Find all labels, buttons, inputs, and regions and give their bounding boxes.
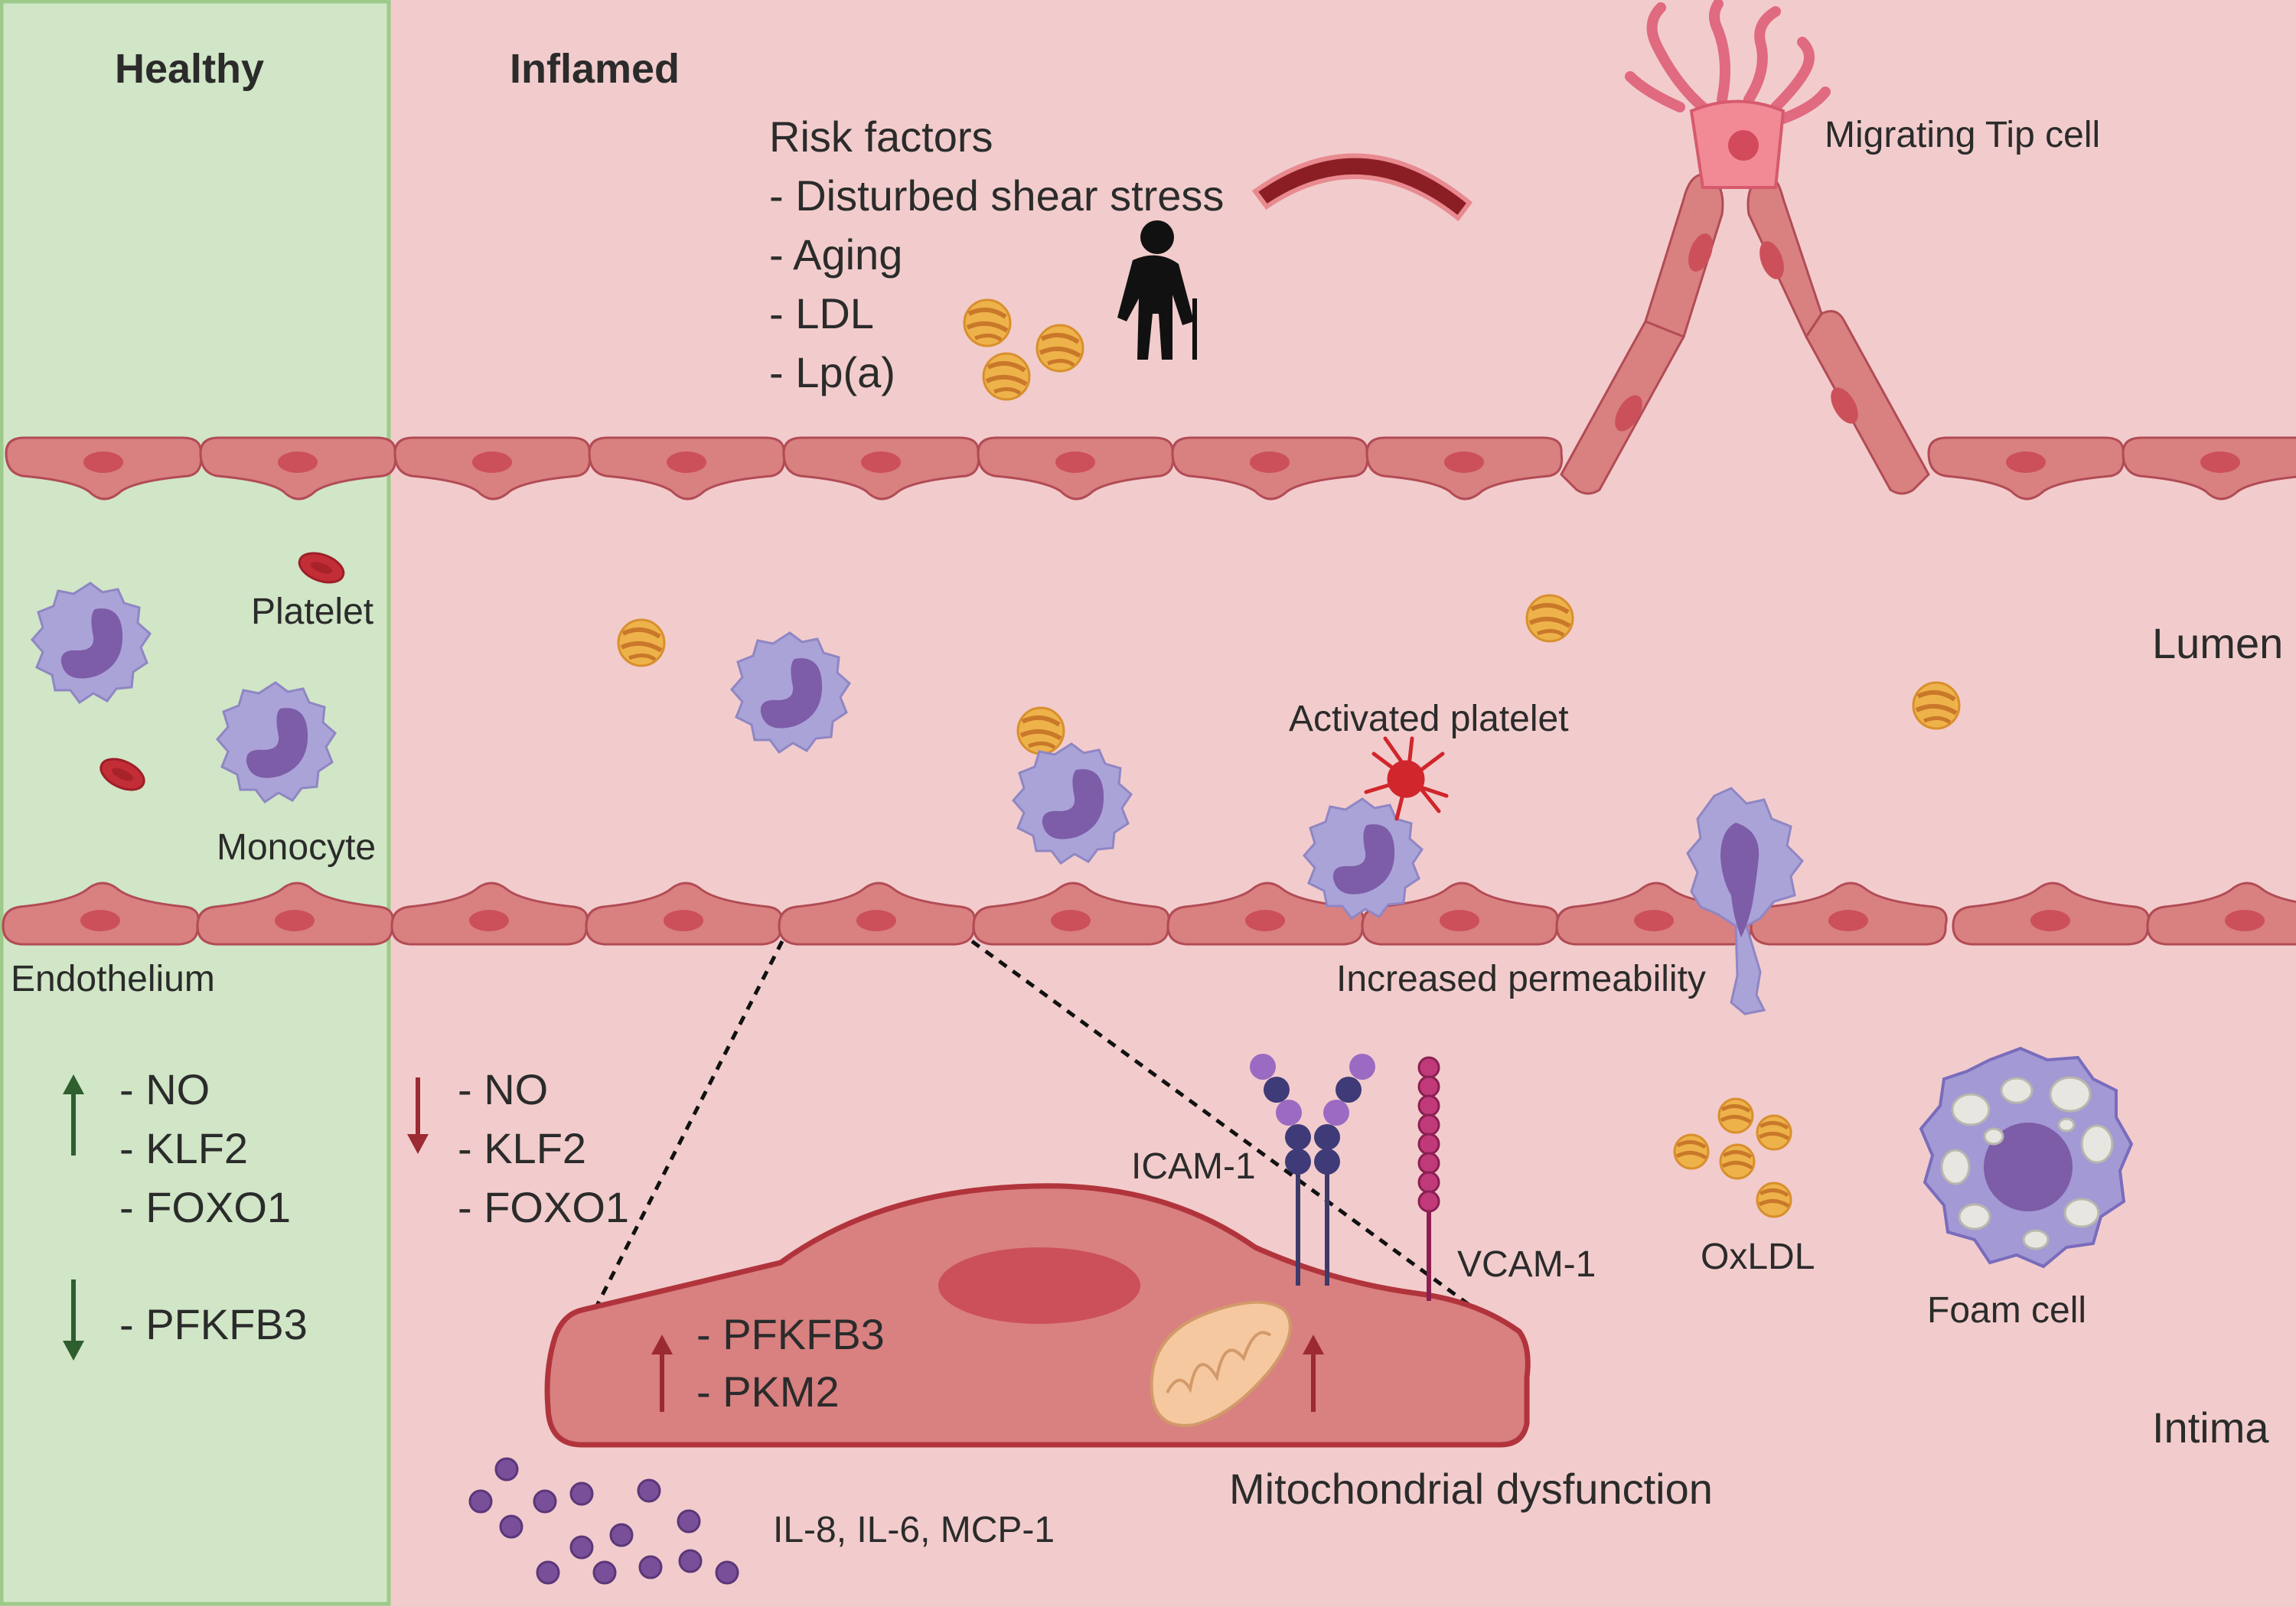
arrow-down-red [407, 1077, 429, 1154]
intima-label: Intima [2152, 1403, 2269, 1452]
svg-text:- KLF2: - KLF2 [119, 1124, 248, 1172]
platelet-label: Platelet [251, 592, 373, 632]
svg-text:Risk factors: Risk factors [769, 112, 993, 161]
cytokines-label: IL-8, IL-6, MCP-1 [773, 1510, 1055, 1550]
svg-text:- Aging: - Aging [769, 230, 902, 279]
endothelial-cell-detail [544, 1183, 1531, 1448]
vcam-label: VCAM-1 [1457, 1244, 1596, 1285]
foam-cell-label: Foam cell [1927, 1290, 2086, 1331]
activated-platelet [1364, 736, 1449, 821]
elderly-person-icon [1117, 220, 1197, 360]
activated-platelet-label: Activated platelet [1289, 699, 1569, 739]
foam-cell [1919, 1046, 2134, 1269]
svg-text:- Disturbed shear stress: - Disturbed shear stress [769, 171, 1224, 220]
permeability-label: Increased permeability [1336, 959, 1706, 999]
svg-text:- NO: - NO [119, 1065, 210, 1113]
svg-text:- KLF2: - KLF2 [458, 1124, 586, 1172]
mitochondrion-icon [1150, 1300, 1292, 1427]
inflamed-title: Inflamed [510, 46, 680, 92]
tip-cell [1625, 0, 1831, 189]
endothelium-label: Endothelium [11, 959, 215, 999]
svg-text:- NO: - NO [458, 1065, 548, 1113]
inflamed-down-markers: - NO - KLF2 - FOXO1 [458, 1065, 629, 1231]
sprouting-cells [1560, 173, 1930, 495]
transmigrating-monocyte [1686, 787, 1804, 1015]
bent-vessel-icon [1251, 153, 1473, 222]
svg-text:- LDL: - LDL [769, 289, 874, 337]
healthy-panel-bg [0, 0, 391, 1606]
arrow-down-green [63, 1279, 84, 1361]
arrow-up-red-mito [1303, 1335, 1324, 1412]
risk-factors-list: Risk factors - Disturbed shear stress - … [769, 112, 1224, 396]
healthy-title: Healthy [115, 46, 264, 92]
healthy-up-markers: - NO - KLF2 - FOXO1 [119, 1065, 291, 1231]
arrow-up-green [63, 1074, 84, 1156]
monocyte-label: Monocyte [217, 827, 376, 868]
icam-1-receptor [1250, 1054, 1375, 1286]
svg-text:- Lp(a): - Lp(a) [769, 348, 895, 396]
healthy-down-marker: - PFKFB3 [119, 1300, 308, 1348]
lumen-label: Lumen [2152, 619, 2283, 667]
zoom-lines [593, 939, 1486, 1319]
svg-text:- PFKFB3: - PFKFB3 [696, 1310, 885, 1358]
svg-text:- PKM2: - PKM2 [696, 1367, 840, 1416]
tip-cell-label: Migrating Tip cell [1825, 115, 2100, 155]
cell-up-markers: - PFKFB3 - PKM2 [696, 1310, 885, 1416]
icam-label: ICAM-1 [1131, 1146, 1256, 1187]
mito-label: Mitochondrial dysfunction [1229, 1465, 1713, 1513]
vcam-1-receptor [1417, 1056, 1440, 1301]
svg-text:- FOXO1: - FOXO1 [119, 1183, 291, 1231]
svg-text:- FOXO1: - FOXO1 [458, 1183, 629, 1231]
oxldl-label: OxLDL [1701, 1237, 1815, 1277]
arrow-up-red [651, 1335, 673, 1412]
